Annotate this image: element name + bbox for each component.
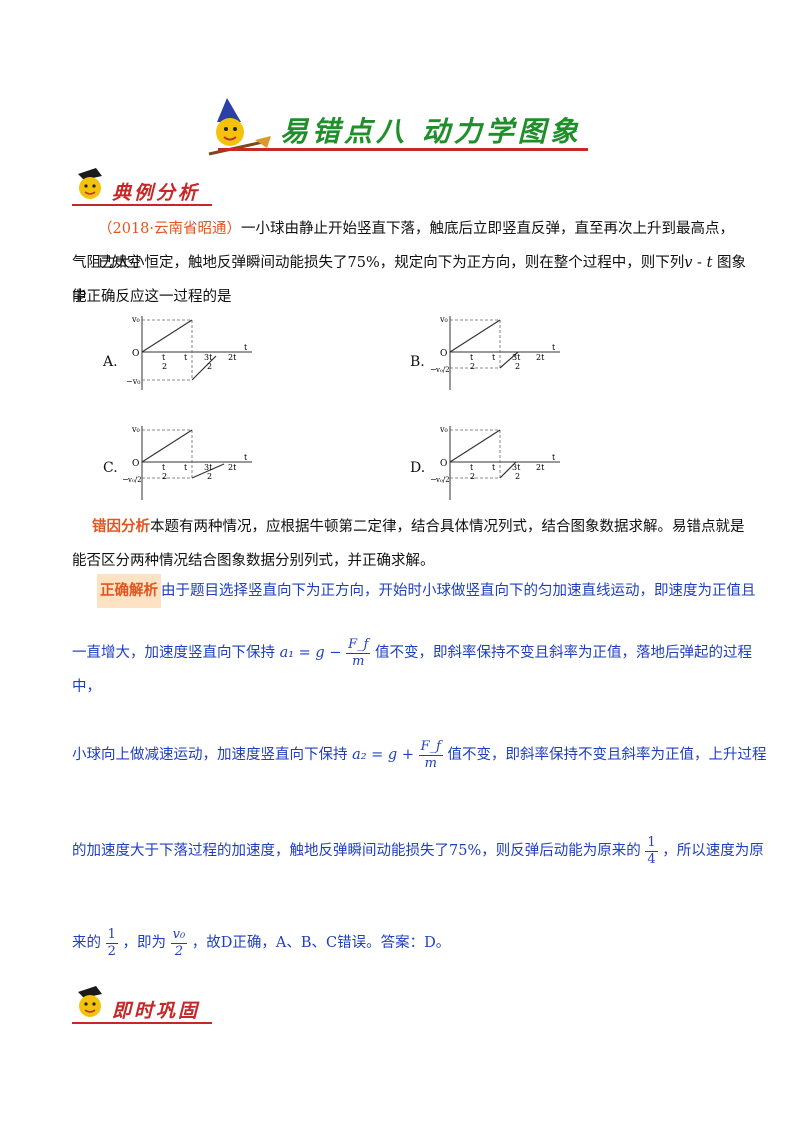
wizard-mascot-icon xyxy=(205,96,275,158)
svg-text:O: O xyxy=(132,459,139,469)
graph-option-d[interactable]: v₀ − v₀/2 O t 2 t 3t 2 2t t xyxy=(428,422,568,502)
svg-text:v₀/2: v₀/2 xyxy=(435,366,450,374)
y-tick-v0: v₀ xyxy=(131,315,140,324)
svg-text:3t: 3t xyxy=(204,463,213,472)
svg-text:v₀: v₀ xyxy=(439,425,448,434)
svg-text:3t: 3t xyxy=(512,353,521,362)
svg-text:v₀: v₀ xyxy=(131,425,140,434)
svg-text:v₀: v₀ xyxy=(439,315,448,324)
svg-text:2: 2 xyxy=(207,472,212,481)
svg-text:−: − xyxy=(122,475,129,484)
svg-text:t: t xyxy=(492,463,496,472)
solution-line-1: 正确解析由于题目选择竖直向下为正方向，开始时小球做竖直向下的匀加速直线运动，即速… xyxy=(97,574,757,608)
graph-option-c[interactable]: v₀ − v₀/2 O t 2 t 3t 2 2t t xyxy=(120,422,260,502)
svg-text:2t: 2t xyxy=(536,353,545,362)
origin-label: O xyxy=(132,349,139,359)
section-title-examples: 典例分析 xyxy=(112,182,201,204)
error-analysis-line-1: 错因分析本题有两种情况，应根据牛顿第二定律，结合具体情况列式，结合图象数据求解。… xyxy=(92,519,745,535)
svg-text:t: t xyxy=(244,343,248,352)
svg-text:2: 2 xyxy=(207,362,212,371)
svg-text:t: t xyxy=(184,463,188,472)
option-c-label[interactable]: C. xyxy=(103,460,118,476)
svg-text:2t: 2t xyxy=(228,353,237,362)
solution-tag: 正确解析 xyxy=(97,574,161,608)
option-a-label[interactable]: A. xyxy=(103,354,118,370)
svg-text:2: 2 xyxy=(515,362,520,371)
section-underline xyxy=(72,204,212,206)
section-title-practice: 即时巩固 xyxy=(112,1000,201,1022)
question-line-1: （2018·云南省昭通）一小球由静止开始竖直下落，触底后立即竖直反弹，直至再次上… xyxy=(98,221,735,271)
y-tick-neg-v0: −v₀ xyxy=(126,377,140,386)
svg-text:O: O xyxy=(440,349,447,359)
question-line-3: 能正确反应这一过程的是 xyxy=(72,289,232,305)
error-analysis-line-2: 能否区分两种情况结合图象数据分别列式，并正确求解。 xyxy=(72,553,435,569)
svg-text:t: t xyxy=(162,353,166,362)
section-underline-2 xyxy=(72,1022,212,1024)
svg-text:2: 2 xyxy=(162,362,167,371)
svg-text:2t: 2t xyxy=(536,463,545,472)
svg-text:t: t xyxy=(470,463,474,472)
svg-text:t: t xyxy=(552,343,556,352)
title-underline xyxy=(218,148,588,151)
option-b-label[interactable]: B. xyxy=(410,354,425,370)
svg-text:t: t xyxy=(492,353,496,362)
svg-text:t: t xyxy=(184,353,188,362)
section-mascot-icon-2 xyxy=(70,984,110,1024)
svg-text:2: 2 xyxy=(470,362,475,371)
svg-text:2: 2 xyxy=(162,472,167,481)
error-analysis-tag: 错因分析 xyxy=(92,519,150,535)
equation-a1: a₁ = g − xyxy=(279,645,342,661)
svg-text:3t: 3t xyxy=(512,463,521,472)
svg-text:2: 2 xyxy=(515,472,520,481)
svg-text:v₀/2: v₀/2 xyxy=(127,476,142,484)
page-title: 易错点八 动力学图象 xyxy=(280,115,582,148)
option-d-label[interactable]: D. xyxy=(410,460,426,476)
svg-text:−: − xyxy=(430,365,437,374)
svg-text:t: t xyxy=(162,463,166,472)
svg-text:2t: 2t xyxy=(228,463,237,472)
svg-text:t: t xyxy=(244,453,248,462)
solution-line-4: 的加速度大于下落过程的加速度，触地反弹瞬间动能损失了75%，则反弹后动能为原来的… xyxy=(72,834,764,867)
graph-option-a[interactable]: v₀ −v₀ O t 2 t 3t 2 2t t xyxy=(120,312,260,392)
question-source: （2018·云南省昭通） xyxy=(98,221,242,237)
graph-option-b[interactable]: v₀ − v₀/2 O t 2 t 3t 2 2t t xyxy=(428,312,568,392)
svg-text:3t: 3t xyxy=(204,353,213,362)
svg-text:−: − xyxy=(430,475,437,484)
svg-text:O: O xyxy=(440,459,447,469)
section-mascot-icon xyxy=(70,166,110,206)
svg-text:2: 2 xyxy=(470,472,475,481)
equation-a2: a₂ = g + xyxy=(352,747,414,763)
question-line-2: 气阻力大小恒定，触地反弹瞬间动能损失了75%，规定向下为正方向，则在整个过程中，… xyxy=(72,255,746,305)
svg-text:v₀/2: v₀/2 xyxy=(435,476,450,484)
svg-text:t: t xyxy=(552,453,556,462)
svg-text:t: t xyxy=(470,353,474,362)
